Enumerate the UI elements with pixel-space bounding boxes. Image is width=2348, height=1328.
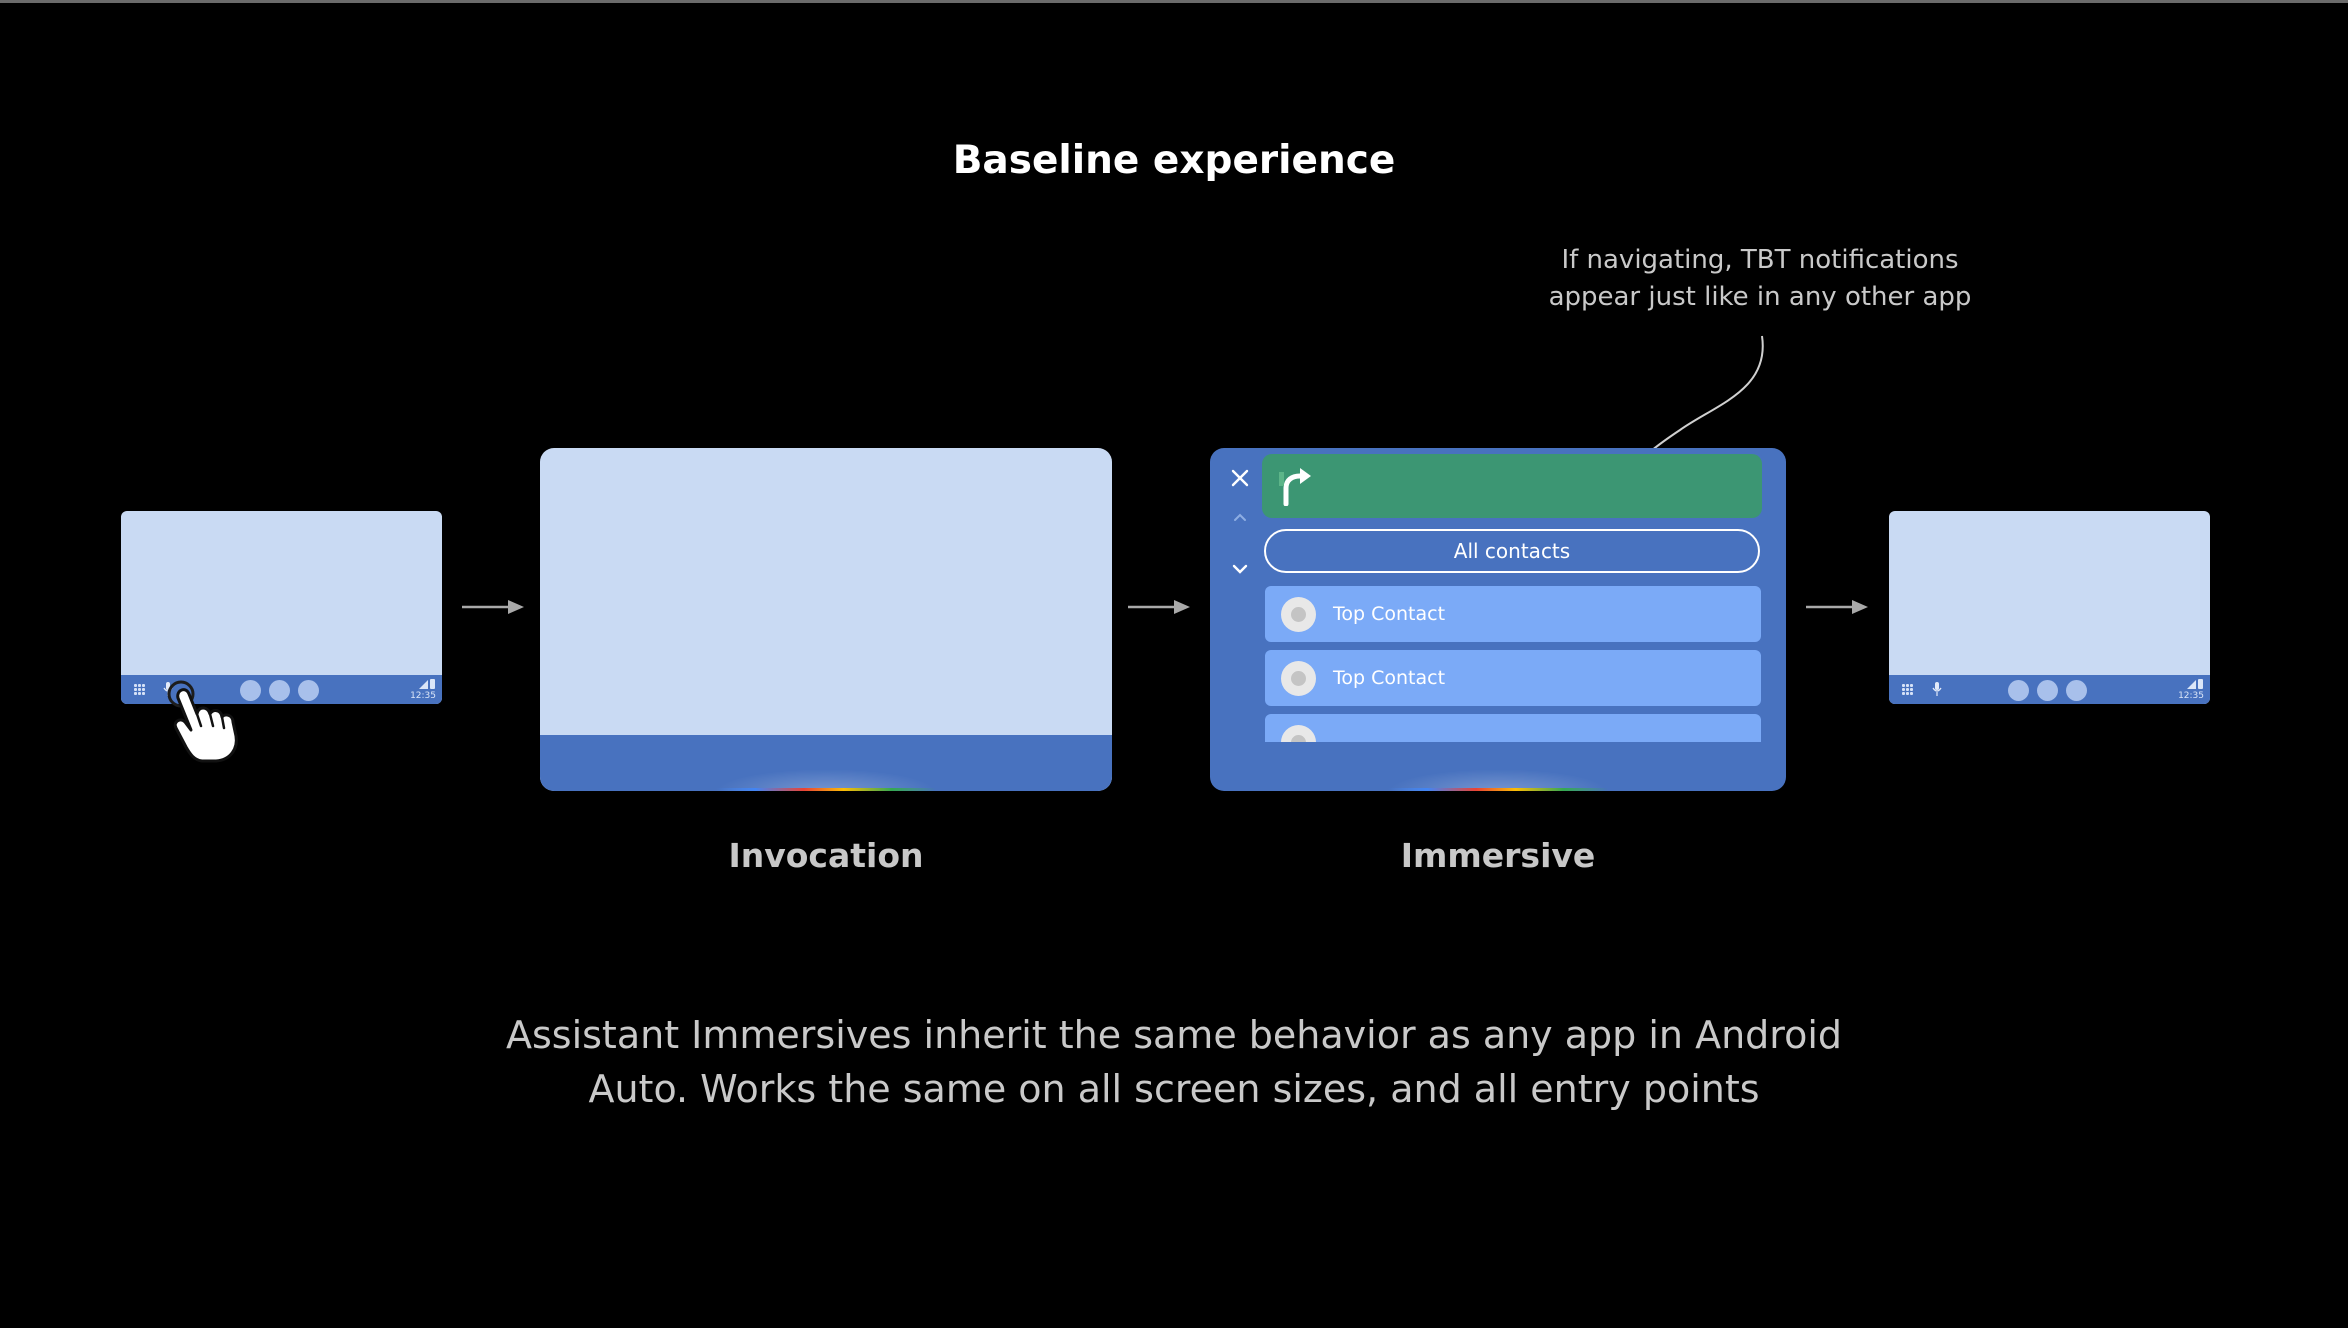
flow-arrow — [1806, 600, 1868, 614]
nav-rail: 12:35 — [121, 675, 442, 704]
hand-pointer-icon — [167, 680, 238, 763]
diagram-title: Baseline experience — [952, 138, 1396, 183]
avatar — [1281, 597, 1316, 632]
invocation-screen — [540, 448, 1112, 791]
avatar — [1281, 661, 1316, 696]
immersive-screen: All contacts Top Contact Top Contact — [1210, 448, 1786, 791]
app-dot[interactable] — [2066, 680, 2087, 701]
invocation-label: Invocation — [728, 836, 924, 875]
callout-line-1: If navigating, TBT notifications — [1561, 245, 1959, 275]
app-dot[interactable] — [269, 680, 290, 701]
contact-list: Top Contact Top Contact — [1265, 586, 1761, 742]
contact-name: Top Contact — [1333, 667, 1446, 689]
assistant-bar — [540, 735, 1112, 791]
battery-icon — [430, 679, 435, 689]
assistant-color-line — [716, 788, 936, 791]
chevron-up-icon[interactable] — [1233, 512, 1247, 522]
mic-icon[interactable] — [1932, 682, 1942, 697]
signal-icon — [419, 680, 428, 689]
callout-line-2: appear just like in any other app — [1548, 282, 1972, 312]
assistant-glow — [716, 769, 936, 791]
status-time: 12:35 — [2178, 691, 2204, 701]
contact-row[interactable]: Top Contact — [1265, 586, 1761, 642]
grid-icon[interactable] — [134, 684, 145, 695]
all-contacts-button[interactable]: All contacts — [1264, 529, 1760, 573]
assistant-color-line — [1388, 788, 1608, 791]
immersive-label: Immersive — [1400, 836, 1596, 875]
home-screen-start: 12:35 — [121, 511, 442, 704]
app-dot[interactable] — [240, 680, 261, 701]
status-time: 12:35 — [410, 691, 436, 701]
contact-row[interactable]: Top Contact — [1265, 650, 1761, 706]
grid-icon[interactable] — [1902, 684, 1913, 695]
contact-row[interactable] — [1265, 714, 1761, 742]
nav-rail: 12:35 — [1889, 675, 2210, 704]
battery-icon — [2198, 679, 2203, 689]
app-dot[interactable] — [298, 680, 319, 701]
assistant-glow — [1388, 769, 1608, 791]
status-area: 12:35 — [2176, 678, 2204, 702]
app-dot[interactable] — [2037, 680, 2058, 701]
app-dot[interactable] — [2008, 680, 2029, 701]
contact-name: Top Contact — [1333, 603, 1446, 625]
tbt-notification[interactable] — [1262, 454, 1762, 518]
status-area: 12:35 — [408, 678, 436, 702]
footer-line-1: Assistant Immersives inherit the same be… — [505, 1013, 1842, 1057]
footer-line-2: Auto. Works the same on all screen sizes… — [588, 1067, 1760, 1111]
top-border — [0, 0, 2348, 3]
tbt-callout: If navigating, TBT notifications appear … — [1490, 242, 2030, 316]
avatar — [1281, 725, 1316, 742]
home-screen-end: 12:35 — [1889, 511, 2210, 704]
flow-arrow — [1128, 600, 1190, 614]
turn-right-icon — [1279, 468, 1311, 506]
close-icon[interactable] — [1231, 469, 1249, 487]
signal-icon — [2187, 680, 2196, 689]
flow-arrow — [462, 600, 524, 614]
chevron-down-icon[interactable] — [1231, 563, 1249, 575]
footer-description: Assistant Immersives inherit the same be… — [0, 1008, 2348, 1116]
